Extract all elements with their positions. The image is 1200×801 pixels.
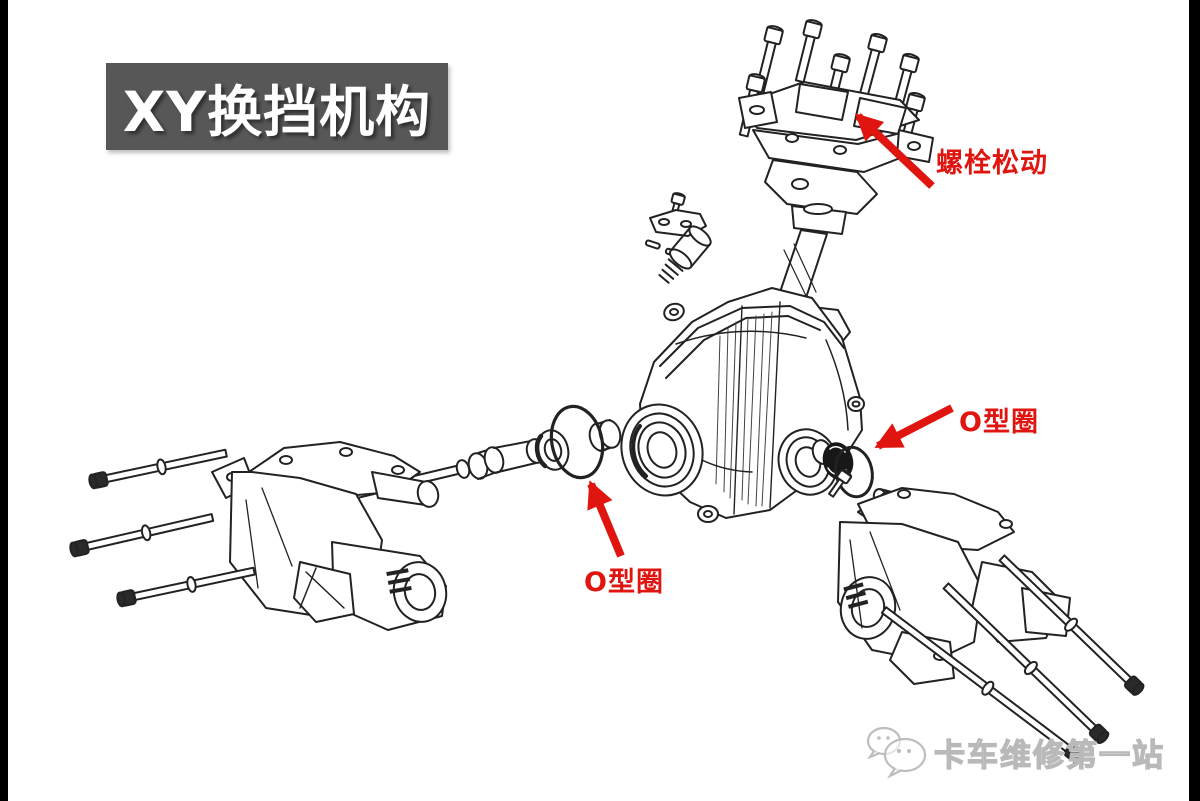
left-port-bearings bbox=[620, 403, 704, 497]
left-mounting-bolts bbox=[69, 448, 256, 608]
left-edge-bar bbox=[0, 0, 8, 801]
o-ring-left-part bbox=[549, 404, 605, 480]
annotation-oring-left: O型圈 bbox=[584, 567, 664, 598]
arrow-oring-left bbox=[587, 480, 625, 558]
left-shaft-parts bbox=[455, 419, 622, 480]
right-mounting-bolts bbox=[880, 554, 1145, 764]
left-actuator-assembly bbox=[211, 441, 448, 631]
page-title: XY换挡机构 bbox=[122, 79, 432, 144]
title-badge: XY换挡机构 bbox=[106, 63, 448, 150]
annotation-bolt-loose: 螺栓松动 bbox=[936, 148, 1048, 179]
right-actuator-assembly bbox=[828, 468, 1071, 685]
red-callout-arrows bbox=[587, 113, 954, 558]
right-edge-bar bbox=[1189, 0, 1200, 801]
arrow-bolt-loose bbox=[855, 113, 935, 189]
annotation-oring-right: O型圈 bbox=[959, 407, 1039, 438]
left-cylinder-vent-slots bbox=[386, 568, 412, 594]
detent-parts bbox=[644, 192, 712, 284]
top-bracket-bolts bbox=[738, 19, 934, 173]
arrow-oring-right bbox=[874, 404, 954, 450]
